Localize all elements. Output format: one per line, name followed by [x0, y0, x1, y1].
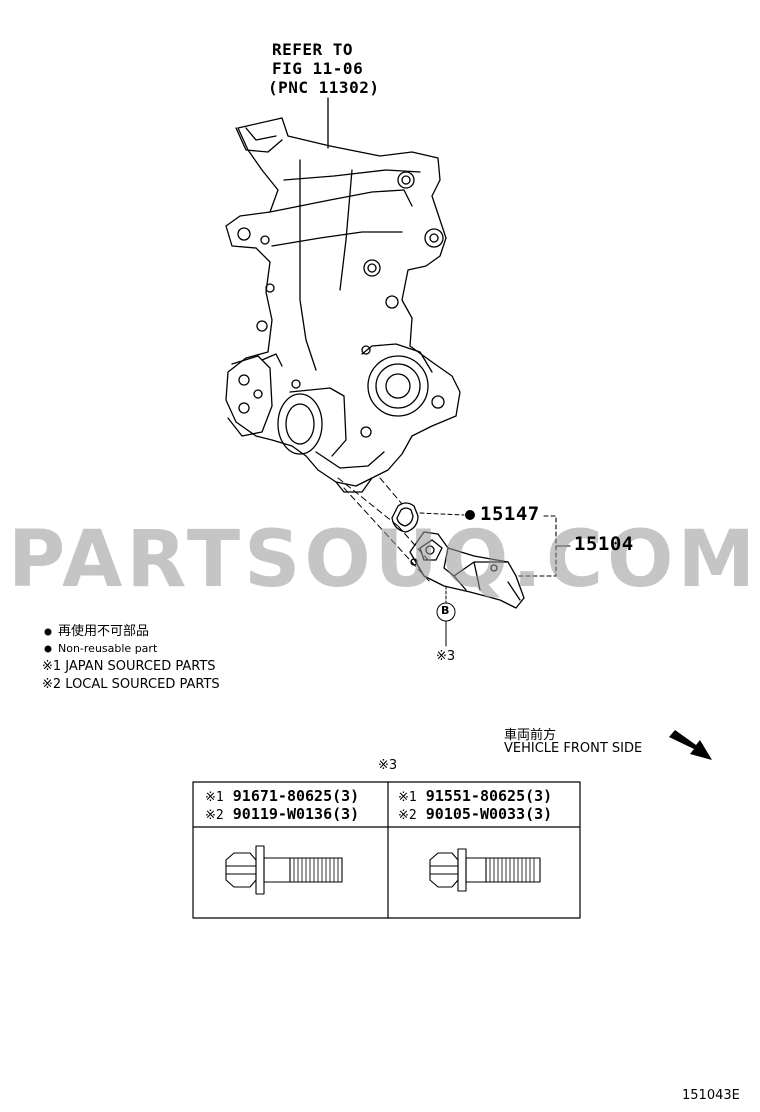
assembly-guide-lines — [337, 477, 431, 583]
direction-jp: 車両前方 — [504, 728, 557, 743]
timing-cover-housing — [225, 117, 461, 493]
oil-strainer-gasket — [391, 502, 419, 533]
non-reusable-marker — [465, 510, 475, 520]
source-mark: ※1 — [398, 790, 417, 805]
reference-line-2: FIG 11-06 — [272, 59, 364, 78]
bolt-table-left-row1[interactable]: ※1 91671-80625(3) — [205, 787, 359, 805]
source-mark: ※2 — [398, 808, 417, 823]
bolt-illustration-left — [225, 845, 343, 895]
legend-dot-jp — [44, 628, 52, 636]
source-mark: ※1 — [205, 790, 224, 805]
legend-local-sourced: ※2 LOCAL SOURCED PARTS — [42, 677, 220, 692]
bolt-table-right-row1[interactable]: ※1 91551-80625(3) — [398, 787, 552, 805]
legend-en-nonreusable: Non-reusable part — [58, 642, 158, 655]
oil-strainer — [409, 531, 525, 609]
part-number: 90105-W0033(3) — [425, 805, 553, 823]
source-mark: ※2 — [205, 808, 224, 823]
reference-note: REFER TO FIG 11-06 (PNC 11302) — [268, 40, 379, 97]
bolt-table-grid — [192, 781, 581, 919]
legend-japan-sourced: ※1 JAPAN SOURCED PARTS — [42, 659, 216, 674]
bolt-table-title: ※3 — [378, 758, 398, 773]
gasket-leader-line — [419, 512, 465, 516]
bolt-table-left-row2[interactable]: ※2 90119-W0136(3) — [205, 805, 359, 823]
direction-en: VEHICLE FRONT SIDE — [504, 741, 643, 756]
bolt-table-right-row2[interactable]: ※2 90105-W0033(3) — [398, 805, 552, 823]
part-number: 91551-80625(3) — [425, 787, 553, 805]
bolt-illustration-right — [429, 848, 541, 892]
part-number-15147[interactable]: 15147 — [480, 503, 540, 525]
reference-line-1: REFER TO — [272, 40, 354, 59]
bolt-callout — [436, 585, 456, 647]
reference-line-3: (PNC 11302) — [268, 78, 380, 97]
figure-id: 151043E — [682, 1088, 740, 1103]
watermark-text: PARTSOUQ.COM — [8, 515, 760, 605]
part-number-15104[interactable]: 15104 — [574, 533, 634, 555]
part-number: 91671-80625(3) — [232, 787, 360, 805]
part-number: 90119-W0136(3) — [232, 805, 360, 823]
assembly-bracket — [517, 515, 571, 577]
bolt-callout-letter: B — [441, 604, 450, 617]
bolt-callout-note: ※3 — [436, 649, 456, 664]
legend-jp-nonreusable: 再使用不可部品 — [58, 624, 150, 639]
vehicle-front-arrow — [669, 730, 712, 760]
legend-dot-en — [44, 645, 52, 653]
